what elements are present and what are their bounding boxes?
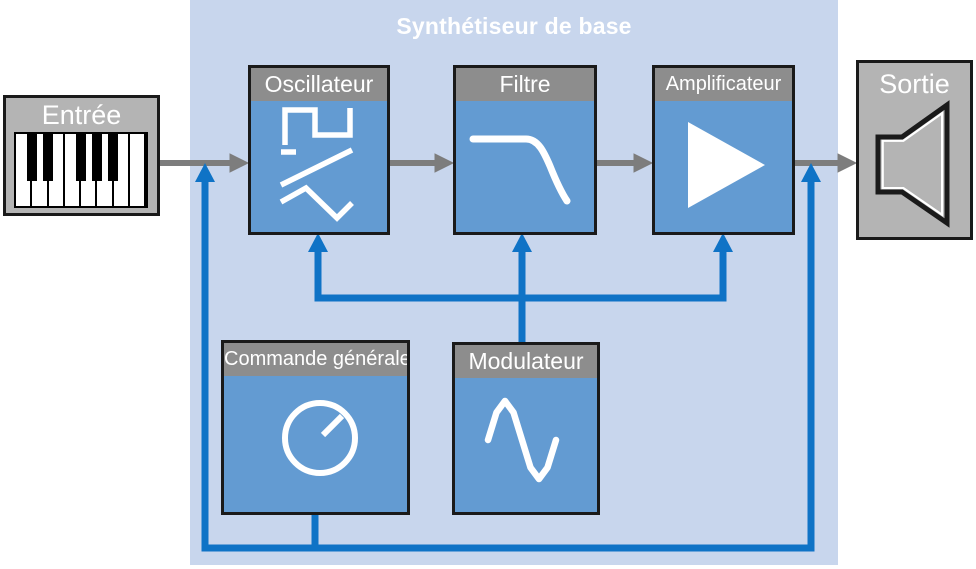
speaker-icon <box>875 100 950 228</box>
block-amplificateur: Amplificateur <box>652 65 795 235</box>
amplifier-triangle-icon <box>688 122 765 208</box>
oscillator-waveforms-icon <box>279 107 354 222</box>
block-commande-generale-body <box>224 376 407 512</box>
black-key <box>76 134 86 181</box>
block-filtre-body <box>456 101 594 232</box>
block-amplificateur-label: Amplificateur <box>655 68 792 101</box>
white-key <box>129 134 146 206</box>
block-oscillateur-label: Oscillateur <box>251 68 387 101</box>
panel-title: Synthétiseur de base <box>396 13 632 39</box>
block-commande-generale: Commande générale <box>221 340 410 515</box>
block-oscillateur: Oscillateur <box>248 65 390 235</box>
block-amplificateur-body <box>655 101 792 232</box>
block-filtre-label: Filtre <box>456 68 594 101</box>
block-modulateur: Modulateur <box>452 342 600 515</box>
piano-keyboard-icon <box>14 132 148 208</box>
black-key <box>108 134 118 181</box>
block-commande-generale-label: Commande générale <box>224 343 407 376</box>
block-modulateur-label: Modulateur <box>455 345 597 378</box>
block-sortie: Sortie <box>856 60 973 240</box>
knob-icon <box>282 400 358 476</box>
block-sortie-label: Sortie <box>879 69 950 99</box>
black-key <box>92 134 102 181</box>
black-key <box>27 134 37 181</box>
lowpass-filter-curve-icon <box>469 135 571 205</box>
block-oscillateur-body <box>251 101 387 232</box>
block-entree-label: Entrée <box>41 100 122 130</box>
sine-wave-icon <box>484 397 560 483</box>
block-filtre: Filtre <box>453 65 597 235</box>
block-modulateur-body <box>455 378 597 512</box>
black-key <box>43 134 53 181</box>
block-entree: Entrée <box>3 95 160 216</box>
